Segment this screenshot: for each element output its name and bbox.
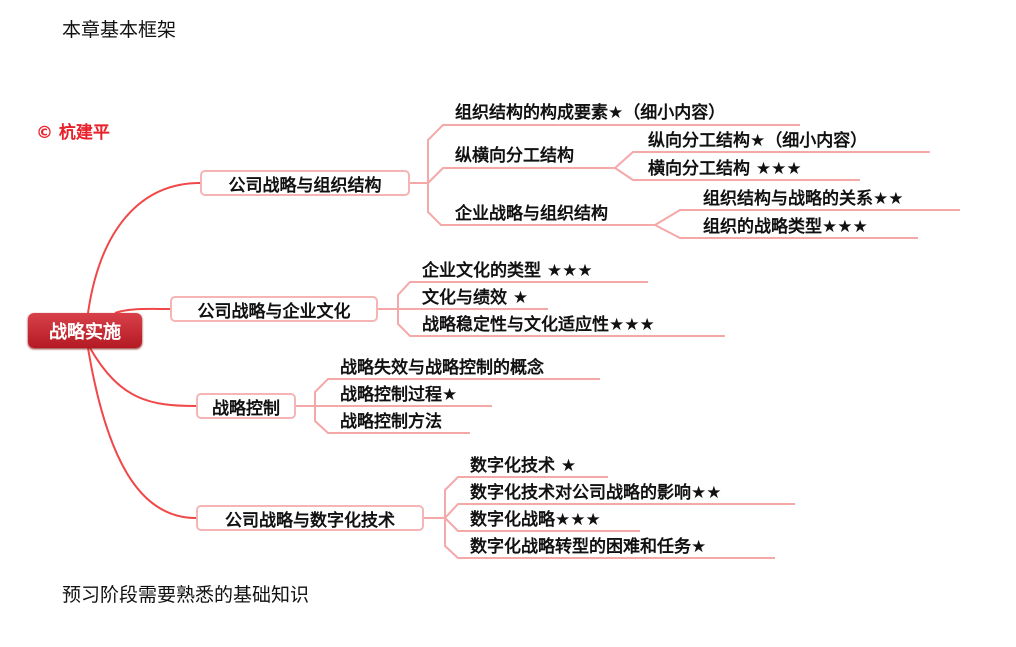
leaf-node: 企业文化的类型 ★★★ <box>422 261 593 281</box>
leaf-node: 文化与绩效 ★ <box>422 288 529 308</box>
leaf-node: 数字化战略★★★ <box>470 510 601 530</box>
leaf-node: 数字化技术对公司战略的影响★★ <box>470 483 722 503</box>
sub-branch-node: 企业战略与组织结构 <box>455 204 608 224</box>
leaf-node: 纵向分工结构★（细小内容） <box>648 131 868 151</box>
branch-node-org-structure: 公司战略与组织结构 <box>200 170 410 196</box>
leaf-node: 战略控制方法 <box>340 412 442 432</box>
leaf-node: 组织的战略类型★★★ <box>703 217 868 237</box>
sub-branch-node: 纵横向分工结构 <box>455 146 574 166</box>
copyright-watermark: © 杭建平 <box>36 123 110 143</box>
leaf-node: 组织结构与战略的关系★★ <box>703 189 904 209</box>
leaf-node: 数字化技术 ★ <box>470 456 577 476</box>
mindmap-root-node: 战略实施 <box>28 313 142 348</box>
leaf-node: 战略控制过程★ <box>340 385 458 405</box>
leaf-node: 战略稳定性与文化适应性★★★ <box>422 315 655 335</box>
section-heading: 本章基本框架 <box>62 19 177 41</box>
leaf-node: 组织结构的构成要素★（细小内容） <box>455 103 726 123</box>
section-footer-text: 预习阶段需要熟悉的基础知识 <box>62 584 310 606</box>
leaf-node: 横向分工结构 ★★★ <box>648 159 802 179</box>
branch-node-strategic-control: 战略控制 <box>196 393 296 419</box>
branch-node-digital-tech: 公司战略与数字化技术 <box>196 505 424 531</box>
branch-node-corporate-culture: 公司战略与企业文化 <box>170 296 378 322</box>
leaf-node: 战略失效与战略控制的概念 <box>340 358 544 378</box>
leaf-node: 数字化战略转型的困难和任务★ <box>470 537 707 557</box>
